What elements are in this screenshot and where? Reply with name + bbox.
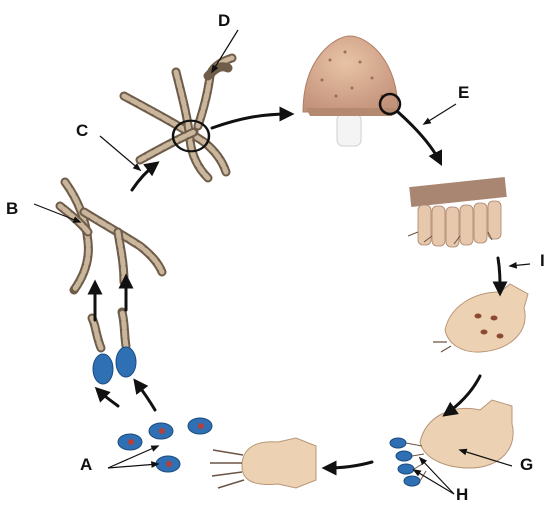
label-g: G [520,455,533,474]
label-f: I [540,251,545,270]
mushroom-stalk [337,114,361,146]
basidium-with-nuclei [433,284,528,352]
label-c: C [76,121,88,140]
label-h: H [456,485,468,504]
secondary-mycelium [124,58,232,178]
basidium-with-spores [390,400,513,486]
basidium-with-sterigmata [210,438,316,488]
mushroom-cap [303,36,398,112]
label-b: B [6,199,18,218]
label-e: E [458,83,469,102]
label-d: D [218,11,230,30]
germinating-spores [92,312,136,384]
basidiospores-group-a [118,418,212,472]
label-a: A [80,455,92,474]
cycle-arrows [95,112,500,468]
gill-section [408,177,507,247]
primary-mycelium [60,182,162,290]
mushroom-fruiting-body [303,36,400,146]
